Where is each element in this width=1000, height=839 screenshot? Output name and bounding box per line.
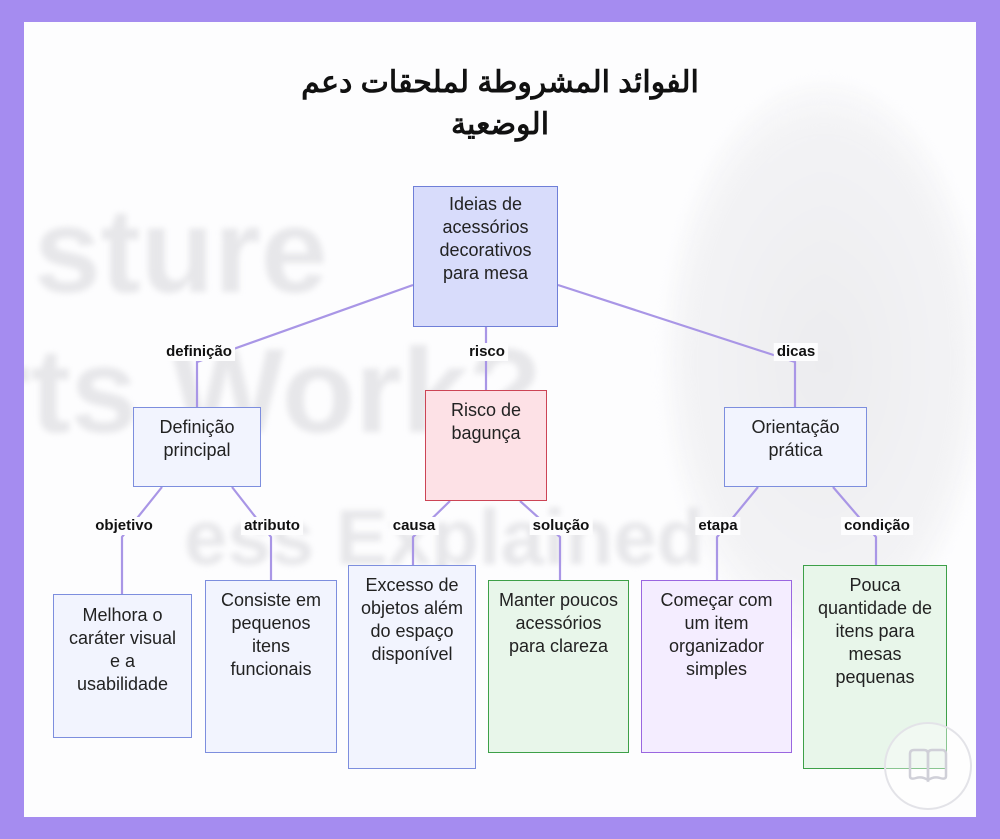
- node-comecar: Começar com um item organizador simples: [641, 580, 792, 753]
- edge-definicao-consiste: [231, 486, 273, 580]
- edge-root-definicao: [195, 283, 414, 407]
- node-melhora: Melhora o caráter visual e a usabilidade: [53, 594, 192, 738]
- node-comecar-label: Começar com um item organizador simples: [660, 590, 773, 679]
- node-consiste-label: Consiste em pequenos itens funcionais: [220, 590, 322, 679]
- brand-logo-icon-graphic: [908, 748, 948, 783]
- edge-risco-excesso: [411, 500, 451, 565]
- edge-orientacao-comecar: [715, 486, 759, 580]
- node-excesso: Excesso de objetos além do espaço dispon…: [348, 565, 476, 769]
- edge-label-dicas: dicas: [773, 343, 819, 361]
- node-excesso-label: Excesso de objetos além do espaço dispon…: [360, 575, 464, 664]
- node-melhora-label: Melhora o caráter visual e a usabilidade: [68, 605, 177, 694]
- node-risco-bagunca-label: Risco de bagunça: [450, 400, 522, 443]
- node-consiste: Consiste em pequenos itens funcionais: [205, 580, 337, 753]
- edge-label-solucao: solução: [529, 517, 593, 535]
- edge-label-risco: risco: [466, 343, 508, 361]
- node-definicao-principal-label: Definição principal: [159, 417, 235, 460]
- edge-root-dicas: [557, 283, 797, 407]
- node-orientacao-pratica-label: Orientação prática: [751, 417, 840, 460]
- edge-label-causa: causa: [389, 517, 439, 535]
- node-manter: Manter poucos acessórios para clareza: [488, 580, 629, 753]
- edge-label-etapa: etapa: [695, 517, 741, 535]
- brand-logo-icon: [884, 722, 972, 810]
- watermark-text: sture: [34, 184, 328, 318]
- node-root-label: Ideias de acessórios decorativos para me…: [439, 194, 532, 283]
- node-risco-bagunca: Risco de bagunça: [425, 390, 547, 501]
- edge-label-condicao: condição: [841, 517, 913, 535]
- edge-label-objetivo: objetivo: [92, 517, 156, 535]
- edge-orientacao-pouca: [832, 486, 878, 565]
- diagram-title: الفوائد المشروطة لملحقات دعم الوضعية: [301, 66, 699, 141]
- node-pouca-label: Pouca quantidade de itens para mesas peq…: [817, 575, 933, 687]
- edge-risco-manter: [519, 500, 562, 580]
- node-manter-label: Manter poucos acessórios para clareza: [498, 590, 619, 656]
- edge-label-atributo: atributo: [241, 517, 303, 535]
- node-orientacao-pratica: Orientação prática: [724, 407, 867, 487]
- edge-label-definicao: definição: [163, 343, 235, 361]
- node-root: Ideias de acessórios decorativos para me…: [413, 186, 558, 327]
- edge-definicao-melhora: [120, 486, 163, 594]
- node-definicao-principal: Definição principal: [133, 407, 261, 487]
